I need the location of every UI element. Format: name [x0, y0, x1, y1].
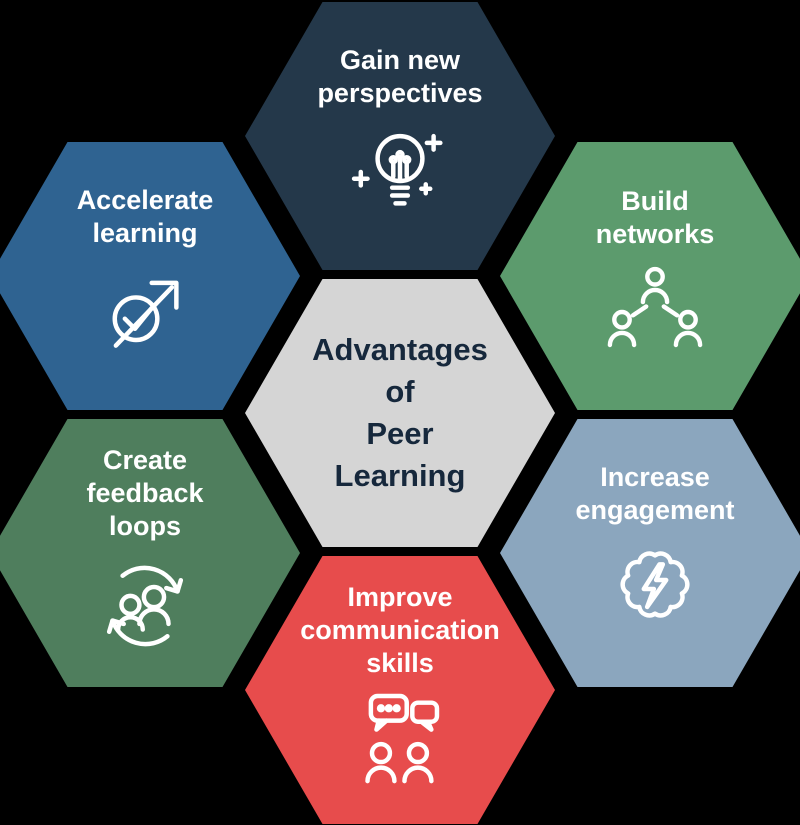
feedback-cycle-people-icon	[89, 550, 201, 662]
lightbulb-sparkles-icon	[344, 116, 456, 228]
hexagon-increase-engagement: Increase engagement	[500, 419, 800, 687]
hexagon-improve-communication-skills: Improve communication skills	[245, 556, 555, 824]
hexagon-label: Build networks	[595, 185, 715, 249]
hexagon-label: Accelerate learning	[76, 184, 214, 248]
hexagon-label: Improve communication skills	[300, 582, 500, 678]
people-network-icon	[600, 257, 710, 367]
hexagon-create-feedback-loops: Create feedback loops	[0, 419, 300, 687]
hexagon-center-title: Advantages of Peer Learning	[245, 279, 555, 547]
hexagon-label: Create feedback loops	[86, 445, 204, 541]
growth-arrow-check-icon	[89, 256, 201, 368]
diagram-title: Advantages of Peer Learning	[312, 332, 488, 493]
hexagon-label: Increase engagement	[575, 461, 735, 525]
hexagon-gain-new-perspectives: Gain new perspectives	[245, 2, 555, 270]
chat-bubbles-people-icon	[344, 687, 456, 799]
hexagon-label: Gain new perspectives	[317, 44, 483, 108]
hexagon-build-networks: Build networks	[500, 142, 800, 410]
brain-lightning-icon	[599, 533, 711, 645]
hexagon-accelerate-learning: Accelerate learning	[0, 142, 300, 410]
